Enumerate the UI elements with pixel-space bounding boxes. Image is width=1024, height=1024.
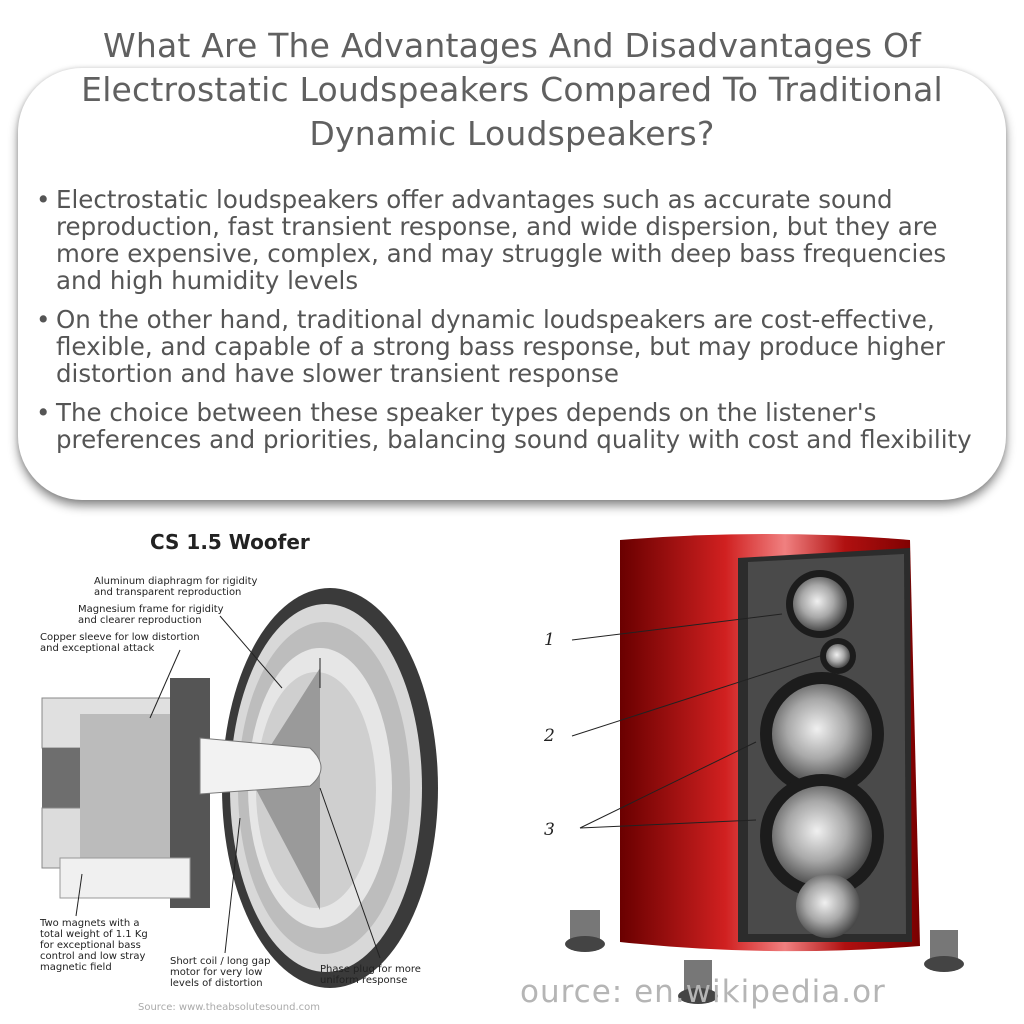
magnets-label: Two magnets with a total weight of 1.1 K… <box>40 918 148 973</box>
speaker-source: ource: en.wikipedia.or <box>520 974 886 1010</box>
callout-2: 2 <box>544 726 555 746</box>
bullet-item: •On the other hand, traditional dynamic … <box>36 306 986 387</box>
woofer-title: CS 1.5 Woofer <box>150 530 310 554</box>
coil-label: Short coil / long gap motor for very low… <box>170 956 271 989</box>
woofer-source: Source: www.theabsolutesound.com <box>138 1002 320 1013</box>
callout-3: 3 <box>544 820 555 840</box>
phase-plug-label: Phase plug for more uniform response <box>320 964 421 986</box>
woofer-diagram: CS 1.5 Woofer Aluminum diaphragm for rig… <box>20 518 450 1018</box>
woofer-cutaway-illustration <box>41 588 438 988</box>
bullet-text: On the other hand, traditional dynamic l… <box>56 305 945 388</box>
bullet-marker: • <box>36 185 51 214</box>
speaker-illustration <box>565 534 964 1004</box>
title-background <box>78 88 982 228</box>
callout-1: 1 <box>544 630 555 650</box>
bullet-marker: • <box>36 305 51 334</box>
sleeve-label: Copper sleeve for low distortion and exc… <box>40 632 200 654</box>
bullet-item: •The choice between these speaker types … <box>36 399 986 453</box>
bullet-text: The choice between these speaker types d… <box>56 398 972 454</box>
diaphragm-label: Aluminum diaphragm for rigidity and tran… <box>94 576 258 598</box>
bullet-item: •Electrostatic loudspeakers offer advant… <box>36 186 986 294</box>
speaker-diagram: 1 2 3 ource: en.wikipedia.or <box>520 518 1024 1018</box>
bullet-marker: • <box>36 398 51 427</box>
frame-label: Magnesium frame for rigidity and clearer… <box>78 604 224 626</box>
page-title: What Are The Advantages And Disadvantage… <box>81 26 943 153</box>
content-card <box>18 68 1006 500</box>
bullet-list: •Electrostatic loudspeakers offer advant… <box>36 186 986 465</box>
bullet-text: Electrostatic loudspeakers offer advanta… <box>56 185 947 295</box>
